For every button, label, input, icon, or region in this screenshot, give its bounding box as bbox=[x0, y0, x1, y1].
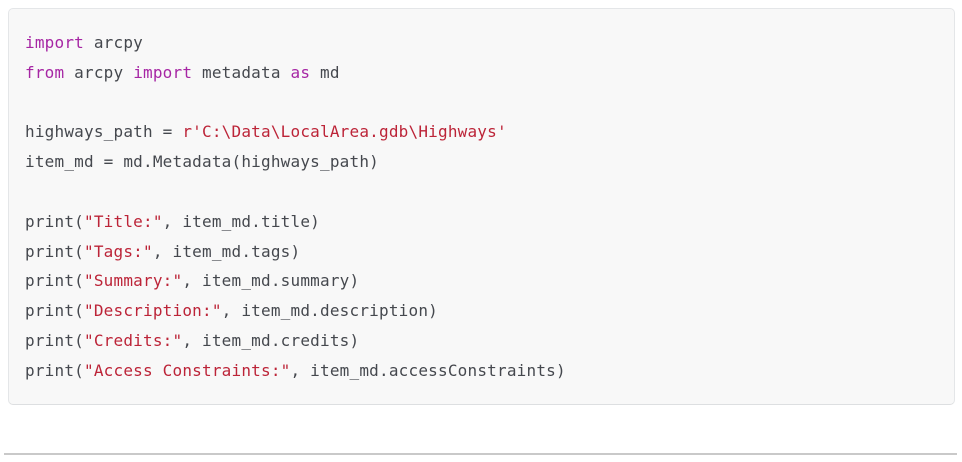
code-token-plain: metadata bbox=[192, 62, 291, 82]
code-token-string: "Credits:" bbox=[84, 330, 183, 350]
code-line: print("Access Constraints:", item_md.acc… bbox=[25, 356, 938, 386]
code-token-keyword: import bbox=[25, 33, 84, 52]
code-line: print("Tags:", item_md.tags) bbox=[25, 237, 938, 267]
code-line: print("Summary:", item_md.summary) bbox=[25, 266, 938, 296]
code-line bbox=[25, 177, 938, 207]
code-token-plain: md bbox=[310, 62, 340, 82]
code-token-plain: , item_md.accessConstraints) bbox=[290, 360, 566, 380]
code-token-string: "Description:" bbox=[84, 301, 222, 321]
code-line bbox=[25, 88, 938, 118]
code-token-string: r'C:\Data\LocalArea.gdb\Highways' bbox=[182, 122, 507, 142]
code-token-plain: print( bbox=[25, 330, 84, 350]
code-line: print("Description:", item_md.descriptio… bbox=[25, 296, 938, 326]
code-token-keyword: from bbox=[25, 62, 65, 82]
code-token-string: "Title:" bbox=[84, 211, 163, 231]
code-token-plain: , item_md.title) bbox=[162, 211, 320, 231]
code-token-plain: , item_md.summary) bbox=[182, 271, 360, 291]
horizontal-divider bbox=[4, 453, 957, 455]
code-token-plain: arcpy bbox=[84, 33, 143, 52]
code-token-string: "Tags:" bbox=[84, 241, 153, 261]
code-token-plain: print( bbox=[25, 211, 84, 231]
code-line: highways_path = r'C:\Data\LocalArea.gdb\… bbox=[25, 117, 938, 147]
code-token-plain: , item_md.description) bbox=[221, 301, 438, 321]
code-token-plain: , item_md.tags) bbox=[152, 241, 301, 261]
code-token-plain: print( bbox=[25, 271, 84, 291]
code-token-plain: highways_path = bbox=[25, 122, 183, 142]
code-token-keyword: as bbox=[290, 62, 311, 82]
code-line: item_md = md.Metadata(highways_path) bbox=[25, 147, 938, 177]
code-line: from arcpy import metadata as md bbox=[25, 58, 938, 88]
code-line: print("Credits:", item_md.credits) bbox=[25, 326, 938, 356]
code-token-plain: print( bbox=[25, 301, 84, 321]
code-token-keyword: import bbox=[133, 62, 193, 82]
code-line: print("Title:", item_md.title) bbox=[25, 207, 938, 237]
code-token-plain: arcpy bbox=[64, 62, 134, 82]
code-token-string: "Summary:" bbox=[84, 271, 183, 291]
code-token-string: "Access Constraints:" bbox=[84, 360, 291, 380]
code-token-plain: , item_md.credits) bbox=[182, 330, 360, 350]
code-token-plain: item_md = md.Metadata(highways_path) bbox=[25, 152, 379, 172]
code-token-plain: print( bbox=[25, 241, 84, 261]
code-line: import arcpy bbox=[25, 28, 938, 58]
code-token-plain: print( bbox=[25, 360, 84, 380]
